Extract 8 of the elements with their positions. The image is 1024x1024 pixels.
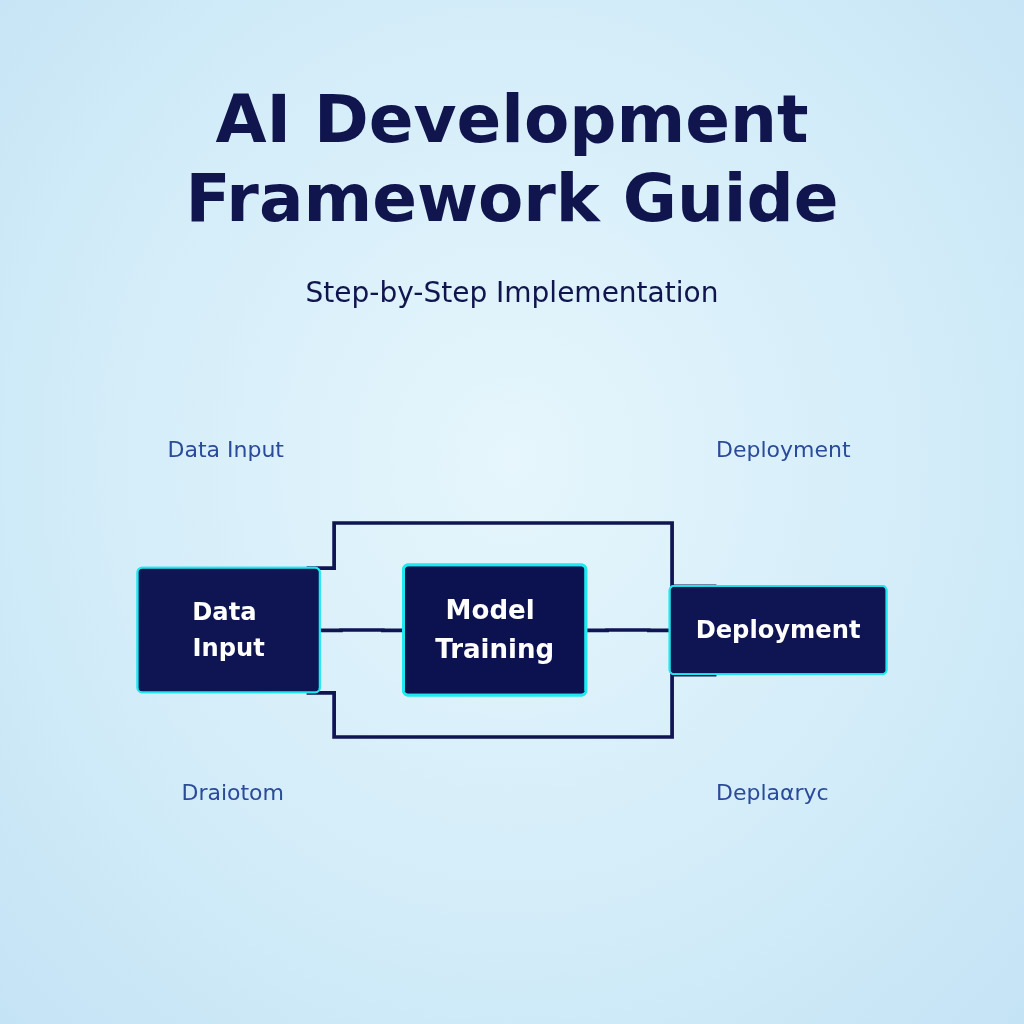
connector bbox=[306, 672, 717, 739]
side-label: Data Input bbox=[167, 437, 284, 462]
side-label: Draiotom bbox=[181, 780, 284, 805]
connector bbox=[320, 628, 404, 633]
subtitle: Step-by-Step Implementation bbox=[304, 276, 720, 309]
side-label: Deployment bbox=[716, 437, 851, 462]
title: AI Development Framework Guide bbox=[184, 80, 840, 239]
side-label: Deplaαryc bbox=[716, 780, 829, 805]
